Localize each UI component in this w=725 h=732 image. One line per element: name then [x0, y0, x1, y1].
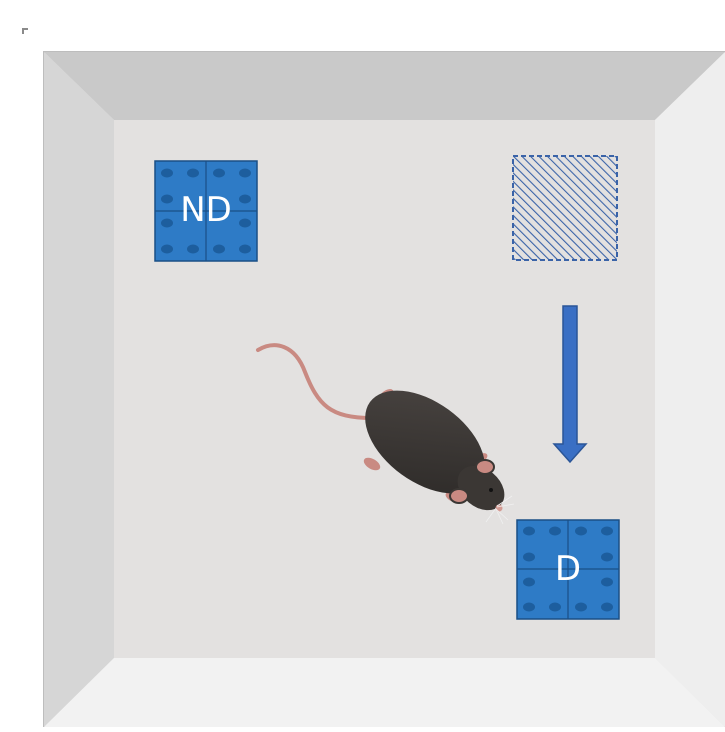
d-block	[516, 519, 620, 620]
arena-wall-bottom	[44, 658, 725, 727]
mouse-icon	[256, 343, 515, 525]
nd-block	[154, 160, 258, 262]
corner-mark	[22, 28, 28, 34]
mouse-body	[365, 390, 485, 494]
arena	[43, 51, 725, 728]
original-location-hatched	[512, 155, 618, 261]
arena-wall-left	[44, 52, 114, 727]
mouse-head	[457, 465, 505, 511]
arena-wall-top	[44, 52, 725, 120]
mouse-tail	[256, 343, 374, 420]
arena-wall-right	[655, 52, 725, 727]
down-arrow-icon	[552, 305, 588, 464]
